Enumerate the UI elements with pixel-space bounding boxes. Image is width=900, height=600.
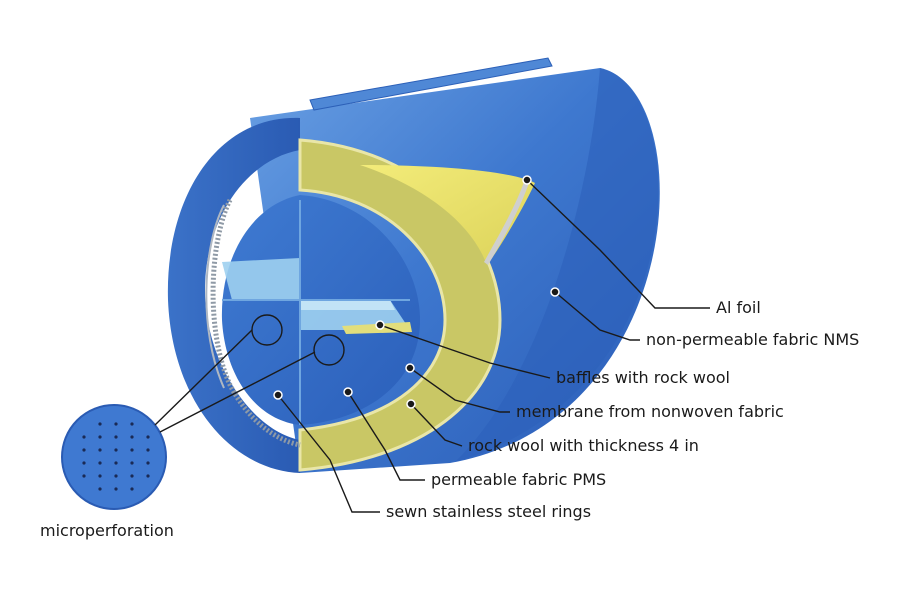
label-steel-rings: sewn stainless steel rings	[386, 502, 592, 521]
perforation-dot	[130, 448, 134, 452]
perforation-dot	[98, 448, 102, 452]
leader-baffles	[379, 324, 551, 379]
front-rim	[167, 117, 300, 474]
perforation-dot	[98, 487, 102, 491]
leader-al-foil	[526, 179, 710, 309]
perforation-dot	[130, 474, 134, 478]
label-permeable-fabric: permeable fabric PMS	[431, 470, 607, 489]
al-foil-layer	[360, 165, 535, 265]
microperforation-zoom	[61, 329, 316, 510]
perforation-dot	[82, 435, 86, 439]
perforation-dot	[114, 461, 118, 465]
leader-rings	[277, 394, 380, 513]
perforation-dot	[146, 448, 150, 452]
perforation-dot	[114, 474, 118, 478]
leader-rock-wool	[410, 403, 463, 447]
perforation-dot	[98, 435, 102, 439]
perforation-dot	[114, 487, 118, 491]
perforation-dot	[130, 487, 134, 491]
perforation-dot	[114, 422, 118, 426]
label-rock-wool: rock wool with thickness 4 in	[468, 436, 699, 455]
leader-endpoints	[273, 175, 560, 409]
perforation-dot	[130, 461, 134, 465]
perforation-dot	[146, 435, 150, 439]
perforation-dot	[114, 435, 118, 439]
perforation-dot	[82, 474, 86, 478]
label-microperforation: microperforation	[40, 521, 174, 540]
perforation-dot	[146, 474, 150, 478]
perforation-dot	[98, 461, 102, 465]
perforation-dot	[98, 422, 102, 426]
leader-non-permeable	[554, 291, 640, 341]
label-non-permeable-fabric: non-permeable fabric NMS	[646, 330, 860, 349]
leader-permeable	[347, 391, 425, 481]
perforation-dot	[98, 474, 102, 478]
perforation-dot	[130, 422, 134, 426]
perforation-dot	[114, 448, 118, 452]
leader-membrane	[409, 367, 510, 413]
stainless-steel-rings	[205, 198, 301, 448]
perforation-dot	[82, 461, 86, 465]
perforation-dot	[130, 435, 134, 439]
perforation-dot	[146, 461, 150, 465]
label-baffles: baffles with rock wool	[556, 368, 730, 387]
perforation-dot	[82, 448, 86, 452]
leader-lines	[277, 179, 710, 513]
label-al-foil: Al foil	[716, 298, 761, 317]
label-membrane: membrane from nonwoven fabric	[516, 402, 784, 421]
